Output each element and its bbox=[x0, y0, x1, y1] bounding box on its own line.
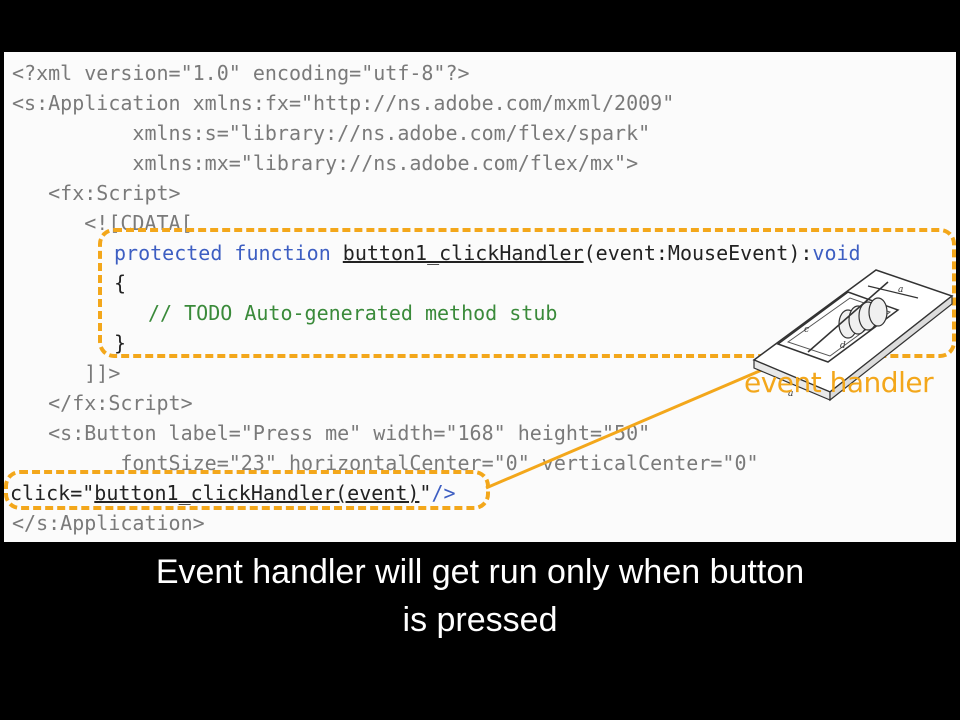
code-line-xml-decl: <?xml version="1.0" encoding="utf-8"?> bbox=[12, 61, 470, 85]
click-attr-prefix: click=" bbox=[10, 481, 95, 505]
code-line-button-open: <s:Button label="Press me" width="168" h… bbox=[12, 421, 651, 445]
button-tag-end: /> bbox=[431, 481, 456, 505]
keyword-protected: protected bbox=[114, 241, 223, 265]
code-line-script-open: <fx:Script> bbox=[12, 181, 181, 205]
click-attr-call: button1_clickHandler(event) bbox=[94, 481, 420, 505]
caption-line-2: is pressed bbox=[402, 601, 558, 639]
handler-highlight-box bbox=[98, 228, 956, 358]
caption-line-1: Event handler will get run only when but… bbox=[155, 553, 805, 591]
handler-params: (event:MouseEvent): bbox=[583, 241, 813, 265]
svg-text:a: a bbox=[898, 285, 903, 295]
code-panel: <?xml version="1.0" encoding="utf-8"?> <… bbox=[4, 52, 956, 542]
svg-text:a: a bbox=[788, 389, 793, 399]
code-line-todo-comment: // TODO Auto-generated method stub bbox=[148, 301, 558, 325]
click-attr-highlight-box bbox=[4, 470, 490, 510]
code-line-script-close: </fx:Script> bbox=[12, 391, 193, 415]
svg-text:c: c bbox=[804, 325, 809, 335]
handler-name: button1_clickHandler bbox=[342, 241, 584, 265]
code-line-application-close: </s:Application> bbox=[12, 511, 205, 535]
code-line-close-brace: } bbox=[114, 331, 127, 355]
click-attr-suffix: " bbox=[419, 481, 432, 505]
mousetrap-illustration: a d c a bbox=[752, 269, 954, 402]
code-line-click-attr: click="button1_clickHandler(event)"/> bbox=[10, 478, 456, 508]
event-handler-label: event handler bbox=[744, 366, 934, 399]
code-line-application-open: <s:Application xmlns:fx="http://ns.adobe… bbox=[12, 91, 675, 115]
keyword-void: void bbox=[812, 241, 861, 265]
code-line-ns-mx: xmlns:mx="library://ns.adobe.com/flex/mx… bbox=[12, 151, 639, 175]
code-line-cdata-close: ]]> bbox=[12, 361, 121, 385]
code-line-ns-spark: xmlns:s="library://ns.adobe.com/flex/spa… bbox=[12, 121, 651, 145]
svg-text:d: d bbox=[840, 341, 846, 351]
code-line-handler-signature: protected function button1_clickHandler(… bbox=[114, 238, 861, 268]
keyword-function: function bbox=[234, 241, 331, 265]
slide-caption: Event handler will get run only when but… bbox=[0, 548, 960, 644]
code-line-open-brace: { bbox=[114, 271, 127, 295]
